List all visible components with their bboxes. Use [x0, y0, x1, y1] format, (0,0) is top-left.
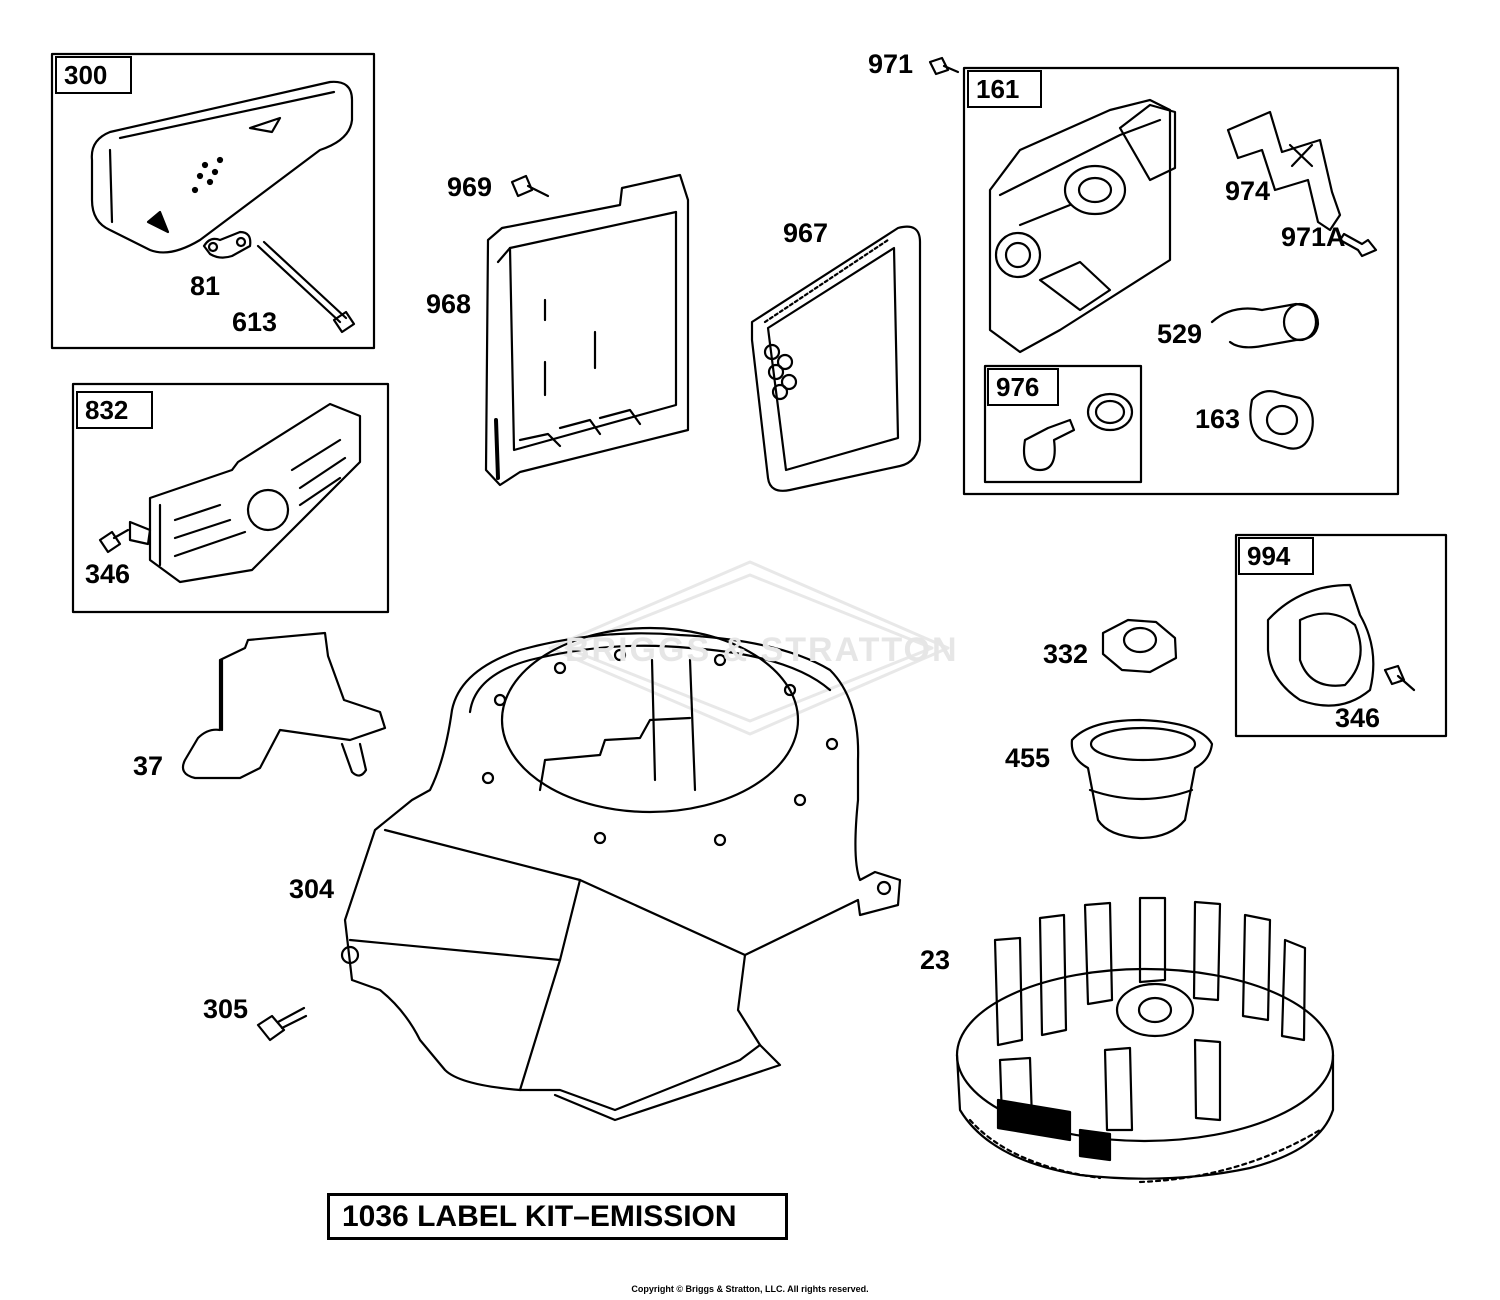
box-label-161: 161 — [967, 70, 1042, 108]
callout-23: 23 — [920, 945, 951, 975]
callout-455: 455 — [1005, 743, 1051, 773]
air-cleaner-housing-part — [988, 98, 1177, 354]
washer-81 — [202, 230, 252, 259]
nut-332 — [1101, 618, 1178, 674]
callout-305: 305 — [203, 994, 249, 1024]
box-161-frame — [962, 66, 1400, 496]
muffler-part — [90, 80, 354, 254]
primer-976 — [1022, 392, 1134, 472]
callout-974: 974 — [1225, 176, 1271, 206]
label-kit-box: 1036 LABEL KIT–EMISSION — [327, 1193, 788, 1240]
callout-529: 529 — [1157, 319, 1203, 349]
box-label-976: 976 — [987, 368, 1059, 406]
callout-971: 971 — [868, 49, 914, 79]
bolt-346-a — [98, 528, 130, 554]
box-label-832: 832 — [76, 391, 153, 429]
blower-housing-part — [340, 626, 902, 1122]
bolt-305 — [256, 1006, 308, 1042]
flywheel-part — [955, 896, 1335, 1184]
air-cleaner-base-part — [484, 173, 690, 487]
callout-969: 969 — [447, 172, 493, 202]
screw-971a — [1338, 232, 1378, 258]
callout-304: 304 — [289, 874, 335, 904]
callout-346-a: 346 — [85, 559, 131, 589]
callout-163: 163 — [1195, 404, 1241, 434]
hose-529 — [1210, 302, 1320, 349]
callout-971a: 971A — [1281, 222, 1346, 252]
callout-968: 968 — [426, 289, 472, 319]
starter-cup-part — [1266, 583, 1416, 707]
watermark: BRIGGS & STRATTON — [565, 631, 959, 669]
box-label-994: 994 — [1238, 537, 1314, 575]
air-filter-part — [750, 225, 922, 492]
bracket-974 — [1226, 110, 1342, 232]
gasket-163 — [1249, 389, 1314, 450]
clutch-455 — [1070, 718, 1214, 840]
callout-37: 37 — [133, 751, 164, 781]
screw-971 — [928, 56, 960, 76]
box-994-frame — [1234, 533, 1448, 738]
box-976-frame — [983, 364, 1143, 484]
callout-332: 332 — [1043, 639, 1089, 669]
brand-emblem — [548, 560, 950, 736]
box-label-300: 300 — [55, 56, 132, 94]
callout-613: 613 — [232, 307, 278, 337]
callout-346-b: 346 — [1335, 703, 1381, 733]
deflector-37 — [181, 631, 387, 780]
bolt-613 — [256, 240, 356, 334]
box-300-frame — [50, 52, 376, 350]
callout-81: 81 — [190, 271, 221, 301]
copyright-notice: Copyright © Briggs & Stratton, LLC. All … — [631, 1284, 869, 1294]
callout-967: 967 — [783, 218, 829, 248]
muffler-guard-part — [128, 402, 362, 584]
box-832-frame — [71, 382, 390, 614]
bolt-969 — [510, 174, 550, 198]
